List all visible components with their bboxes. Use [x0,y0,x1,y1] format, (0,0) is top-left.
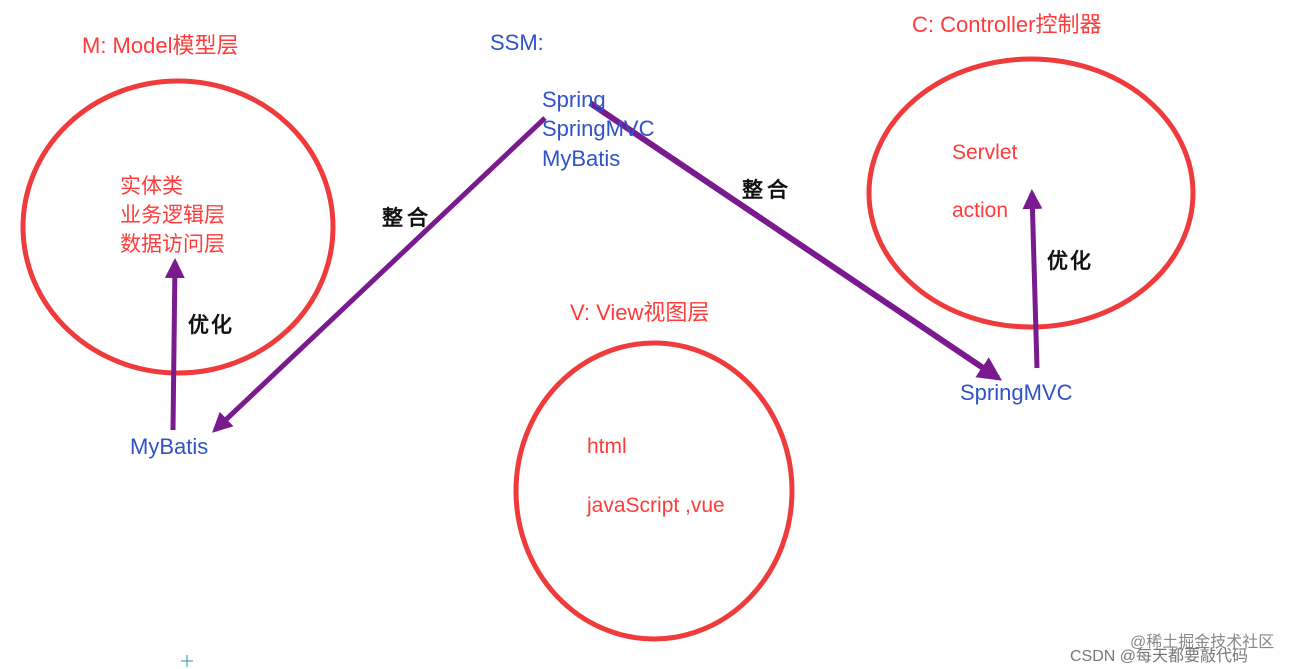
ssm-title: SSM: [490,30,544,55]
optimize-arrow-right [1022,189,1043,369]
controller-item-servlet: Servlet [952,141,1018,164]
model-title: M: Model模型层 [82,33,239,58]
mybatis-label: MyBatis [130,434,209,459]
integrate-arrow-left [212,116,547,433]
integrate-arrow-right [588,100,1002,381]
ssm-item-springmvc: SpringMVC [542,116,655,141]
ssm-item-spring: Spring [542,87,606,112]
model-item-business: 业务逻辑层 [120,204,225,227]
model-item-data-access: 数据访问层 [120,233,225,256]
view-item-html: html [587,435,627,458]
model-circle [20,78,336,376]
integrate-label-right: 整合 [742,177,792,202]
view-circle [513,340,795,642]
watermark-site: @稀土掘金技术社区 [1130,634,1275,651]
model-item-entity: 实体类 [120,175,183,198]
controller-title: C: Controller控制器 [912,12,1102,37]
springmvc-label: SpringMVC [960,380,1073,405]
optimize-label-right: 优化 [1047,248,1093,273]
optimize-label-left: 优化 [188,312,234,337]
view-item-js-vue: javaScript ,vue [587,494,725,517]
controller-circle [866,56,1196,330]
watermark-author: CSDN @每天都要敲代码 [1070,648,1249,665]
cursor-mark-icon [181,655,193,667]
integrate-label-left: 整合 [382,205,432,230]
ssm-item-mybatis: MyBatis [542,146,621,171]
view-title: V: View视图层 [570,300,710,325]
controller-item-action: action [952,199,1009,222]
optimize-arrow-left [164,258,185,431]
